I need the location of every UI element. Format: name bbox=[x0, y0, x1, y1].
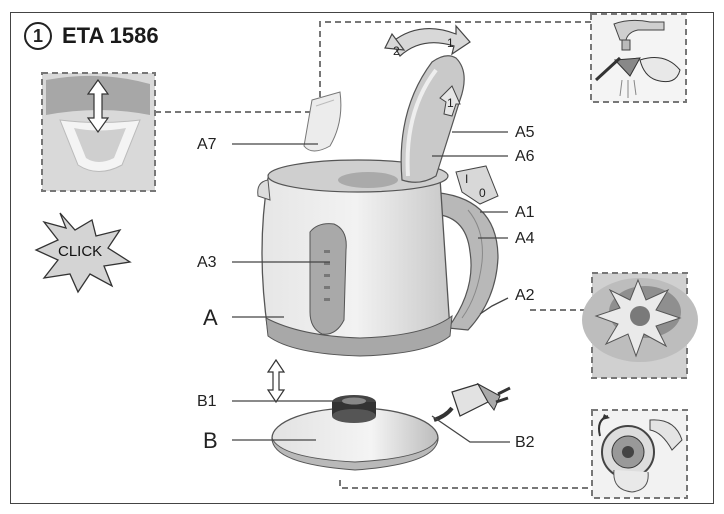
label-b: B bbox=[203, 428, 218, 453]
inset-lid-detail bbox=[41, 72, 156, 192]
step-number: 1 bbox=[24, 22, 52, 50]
up-down-arrow-icon bbox=[86, 78, 110, 134]
label-a3: A3 bbox=[197, 254, 217, 271]
power-cord bbox=[433, 382, 511, 422]
label-a2: A2 bbox=[515, 287, 535, 304]
label-b2: B2 bbox=[515, 434, 535, 451]
inset-base-connector bbox=[591, 409, 688, 499]
lid-button-step: 1 bbox=[447, 96, 454, 110]
dashed-connectors bbox=[155, 21, 595, 489]
lift-arrow-icon bbox=[266, 358, 286, 404]
inset-heating-plate bbox=[582, 272, 698, 379]
label-a5: A5 bbox=[515, 124, 535, 141]
label-a6: A6 bbox=[515, 148, 535, 165]
filter-part bbox=[303, 91, 342, 152]
leader-lines bbox=[232, 131, 510, 443]
lid-rotate-arrow-icon bbox=[384, 24, 471, 57]
lid-arrow-step-2: 2 bbox=[393, 44, 400, 58]
click-burst-icon bbox=[34, 212, 132, 294]
switch-off-symbol: 0 bbox=[479, 186, 486, 200]
figure-header: 1 ETA 1586 bbox=[24, 22, 159, 50]
kettle-lid bbox=[400, 55, 465, 183]
inset-filter-rinse bbox=[590, 13, 687, 103]
label-b1: B1 bbox=[197, 393, 217, 410]
on-off-switch bbox=[455, 165, 499, 205]
switch-on-symbol: I bbox=[465, 172, 469, 186]
kettle bbox=[257, 159, 499, 357]
lid-button-arrow-icon bbox=[439, 85, 461, 117]
model-title: ETA 1586 bbox=[62, 23, 159, 48]
label-a: A bbox=[203, 305, 218, 330]
click-label: CLICK bbox=[58, 243, 103, 260]
label-a7: A7 bbox=[197, 136, 217, 153]
label-a4: A4 bbox=[515, 230, 535, 247]
label-a1: A1 bbox=[515, 204, 535, 221]
lid-arrow-step-1: 1 bbox=[447, 36, 454, 50]
kettle-base bbox=[271, 395, 439, 471]
